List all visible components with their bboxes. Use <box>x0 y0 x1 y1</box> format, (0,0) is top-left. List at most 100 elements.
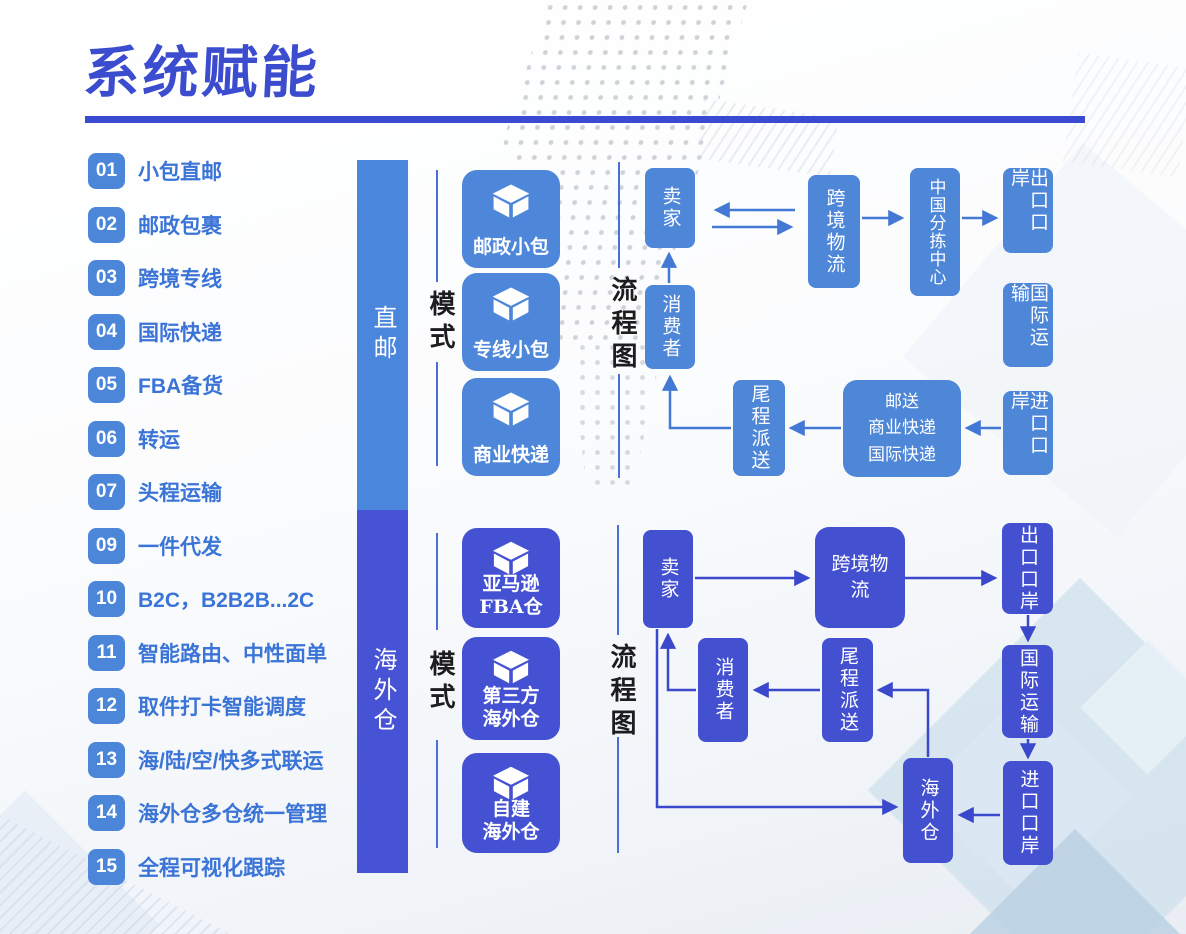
parcel-icon <box>492 287 530 321</box>
mode-brace-line <box>436 740 438 848</box>
bg-hatch-top-right <box>1062 52 1186 178</box>
flow-node-import-port-overseas: 进口口岸 <box>1003 761 1053 865</box>
mode-card-third-party-warehouse: 第三方 海外仓 <box>462 637 560 740</box>
feature-label: 取件打卡智能调度 <box>138 696 306 719</box>
feature-number-badge: 01 <box>88 153 125 189</box>
parcel-icon <box>493 766 529 800</box>
category-bar-label: 直邮 <box>369 305 396 365</box>
feature-number-badge: 15 <box>88 848 125 885</box>
feature-number-badge: 11 <box>88 634 125 671</box>
feature-number-badge: 07 <box>88 474 125 510</box>
mode-card-self-built-warehouse: 自建 海外仓 <box>462 753 560 853</box>
flow-brace-line <box>617 525 619 635</box>
feature-label: 邮政包裹 <box>138 214 222 238</box>
mode-card-label: 邮政小包 <box>472 236 549 259</box>
flow-node-overseas-warehouse: 海外仓 <box>903 758 953 863</box>
parcel-icon <box>493 650 529 684</box>
flow-label-overseas: 流程图 <box>606 643 636 742</box>
mode-card-label: 第三方 海外仓 <box>482 684 540 731</box>
mode-card-postal-parcel: 邮政小包 <box>462 170 560 268</box>
feature-label: 智能路由、中性面单 <box>138 642 327 666</box>
feature-number-badge: 02 <box>88 206 125 243</box>
flow-brace-line <box>617 737 619 853</box>
flow-node-import-port: 进口口岸 <box>1003 391 1053 475</box>
feature-number-badge: 06 <box>88 420 125 457</box>
feature-number-badge: 13 <box>88 741 125 778</box>
feature-label: 海外仓多仓统一管理 <box>138 803 327 826</box>
feature-item: 03 跨境专线 <box>88 260 327 296</box>
flow-node-seller-overseas: 卖家 <box>643 530 693 628</box>
feature-item: 12 取件打卡智能调度 <box>88 688 327 724</box>
flow-node-cross-border-logistics-overseas: 跨境物流 <box>815 527 905 628</box>
mode-label-direct: 模式 <box>425 290 455 356</box>
feature-item: 15 全程可视化跟踪 <box>88 848 327 885</box>
parcel-icon <box>492 392 530 426</box>
flow-node-seller: 卖家 <box>645 168 695 248</box>
bg-polygon-dark <box>968 828 1182 934</box>
mode-card-label: 亚马逊 FBA仓 <box>479 572 543 619</box>
feature-label: 国际快递 <box>138 321 222 345</box>
feature-item: 14 海外仓多仓统一管理 <box>88 795 327 831</box>
mode-card-label: 专线小包 <box>472 339 549 362</box>
flow-node-intl-transport: 国际运输 <box>1003 283 1053 367</box>
flow-node-delivery-methods: 邮送 商业快递 国际快递 <box>843 380 961 477</box>
page-title: 系统赋能 <box>82 41 322 104</box>
feature-label: B2C，B2B2B...2C <box>138 589 315 612</box>
feature-item: 02 邮政包裹 <box>88 206 327 243</box>
flow-node-export-port: 出口口岸 <box>1003 168 1053 253</box>
bg-polygon-small <box>1080 640 1186 775</box>
flow-node-last-mile-delivery-overseas: 尾程派送 <box>822 638 873 742</box>
feature-item: 05 FBA备货 <box>88 367 327 403</box>
category-bar-direct-mail: 直邮 <box>357 160 408 510</box>
mode-brace-line <box>436 533 438 630</box>
flow-node-china-sorting-center: 中国分拣中心 <box>910 168 960 296</box>
feature-number-badge: 03 <box>88 260 125 296</box>
feature-label: 小包直邮 <box>138 161 222 184</box>
bg-hatch-top <box>696 98 839 178</box>
flow-node-cross-border-logistics: 跨境物流 <box>808 175 860 288</box>
feature-number-badge: 09 <box>88 527 125 564</box>
title-underline <box>85 116 1085 123</box>
mode-card-amazon-fba: 亚马逊 FBA仓 <box>462 528 560 628</box>
mode-brace-line <box>436 362 438 466</box>
feature-number-badge: 05 <box>88 367 125 403</box>
feature-number-badge: 14 <box>88 795 125 831</box>
flow-node-last-mile-delivery: 尾程派送 <box>733 380 785 476</box>
feature-label: FBA备货 <box>138 375 224 398</box>
feature-list: 01 小包直邮 02 邮政包裹 03 跨境专线 04 国际快递 05 FBA备货 06 转运… <box>88 153 327 885</box>
flow-label-direct: 流程图 <box>607 276 637 375</box>
mode-label-overseas: 模式 <box>425 650 455 716</box>
flow-brace-line <box>618 374 620 478</box>
mode-card-label: 自建 海外仓 <box>482 797 540 844</box>
feature-item: 11 智能路由、中性面单 <box>88 634 327 671</box>
flow-node-consumer-overseas: 消费者 <box>698 638 748 742</box>
flow-brace-line <box>618 162 620 268</box>
feature-item: 01 小包直邮 <box>88 153 327 189</box>
mode-brace-line <box>436 170 438 282</box>
feature-label: 一件代发 <box>138 535 222 559</box>
category-bar-label: 海外仓 <box>369 646 396 737</box>
parcel-icon <box>492 184 530 218</box>
mode-card-label: 商业快递 <box>472 444 549 467</box>
flow-node-export-port-overseas: 出口口岸 <box>1002 523 1053 614</box>
mode-card-dedicated-line-parcel: 专线小包 <box>462 273 560 371</box>
feature-number-badge: 04 <box>88 313 125 350</box>
feature-item: 07 头程运输 <box>88 474 327 510</box>
feature-number-badge: 12 <box>88 688 125 724</box>
feature-item: 06 转运 <box>88 420 327 457</box>
feature-label: 海/陆/空/快多式联运 <box>138 749 324 773</box>
feature-label: 全程可视化跟踪 <box>138 856 285 880</box>
mode-card-commercial-express: 商业快递 <box>462 378 560 476</box>
feature-label: 跨境专线 <box>138 268 222 291</box>
feature-label: 转运 <box>138 428 180 452</box>
feature-number-badge: 10 <box>88 581 125 617</box>
flow-node-consumer: 消费者 <box>645 285 695 369</box>
feature-item: 04 国际快递 <box>88 313 327 350</box>
feature-item: 10 B2C，B2B2B...2C <box>88 581 327 617</box>
feature-item: 13 海/陆/空/快多式联运 <box>88 741 327 778</box>
category-bar-overseas-warehouse: 海外仓 <box>357 510 408 873</box>
feature-label: 头程运输 <box>138 482 222 505</box>
bg-polygon-large <box>867 577 1186 934</box>
flow-node-intl-transport-overseas: 国际运输 <box>1002 645 1053 738</box>
